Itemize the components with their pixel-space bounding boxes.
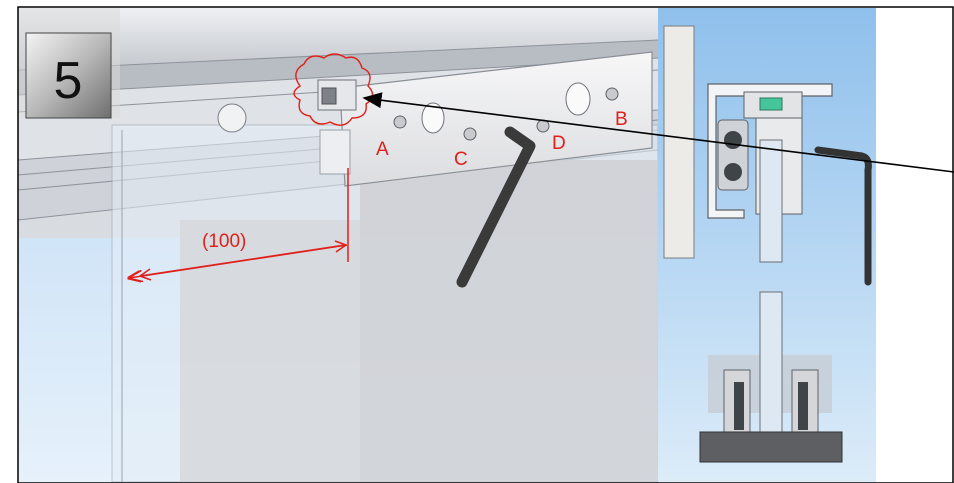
label-a: A bbox=[376, 139, 389, 160]
label-c: C bbox=[454, 149, 468, 170]
screw-c bbox=[463, 127, 477, 141]
screw-d bbox=[536, 119, 550, 133]
label-b: B bbox=[615, 109, 628, 130]
section-view bbox=[658, 8, 876, 482]
label-d: D bbox=[552, 133, 566, 154]
main-view: A B C D (100) bbox=[17, 8, 659, 483]
step-number-badge: 5 bbox=[18, 8, 120, 119]
step-number: 5 bbox=[54, 52, 83, 110]
screw-b bbox=[605, 87, 619, 101]
frame-border bbox=[17, 6, 954, 483]
screw-a bbox=[393, 115, 407, 129]
hex-key-icon bbox=[456, 126, 536, 288]
dimension-label: (100) bbox=[202, 231, 246, 252]
callout-pointer bbox=[362, 92, 954, 173]
